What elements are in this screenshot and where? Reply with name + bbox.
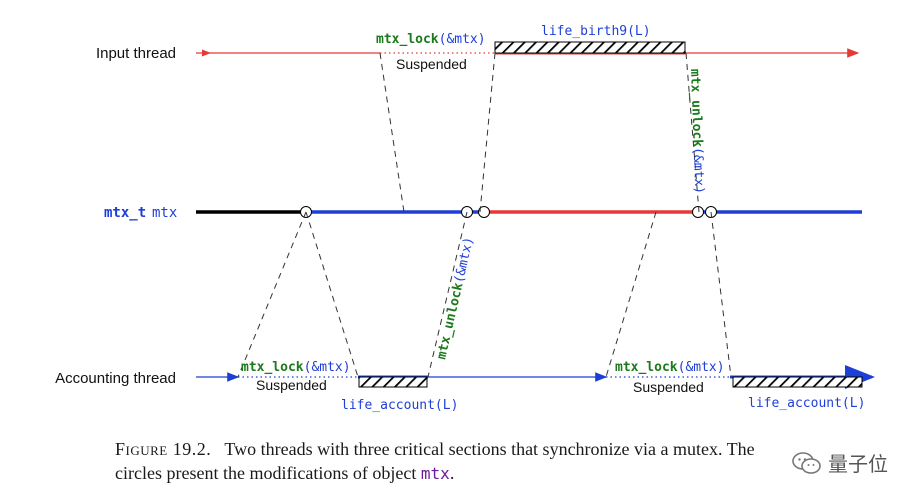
lock-function-name: mtx_lock — [241, 360, 304, 375]
accounting-critical-section-1 — [358, 376, 428, 388]
mutex-event-circle — [478, 206, 490, 218]
mutex-timeline — [196, 206, 862, 218]
watermark: 量子位 — [792, 448, 888, 477]
caption-text: Two threads with three critical sections… — [115, 439, 755, 483]
life-birth-call: life_birth9(L) — [541, 24, 651, 39]
figure-number: Figure 19.2. — [115, 439, 212, 459]
input-lock-call: mtx_lock(&mtx) — [376, 32, 486, 47]
unlock-function-name: mtx_unlock — [434, 281, 466, 361]
mutex-event-circle — [692, 206, 704, 218]
lock-function-name: mtx_lock — [376, 32, 439, 47]
accounting-thread-label: Accounting thread — [55, 370, 176, 387]
unlock-argument: (&mtx) — [690, 147, 707, 194]
input-critical-section — [494, 41, 686, 54]
figure-caption: Figure 19.2. Two threads with three crit… — [115, 437, 755, 486]
mutex-name-label: mtx — [152, 205, 177, 221]
accounting-lock-call-2: mtx_lock(&mtx) — [615, 360, 725, 375]
input-thread-label: Input thread — [96, 45, 176, 62]
input-unlock-call: mtx_unlock(&mtx) — [687, 69, 706, 195]
life-account-call-2: life_account(L) — [748, 396, 865, 411]
caption-period: . — [449, 463, 455, 483]
sync-dashed-lines — [237, 52, 732, 378]
mutex-type-label: mtx_t — [104, 205, 146, 221]
lock-argument: (&mtx) — [439, 32, 486, 47]
unlock-function-name: mtx_unlock — [687, 69, 705, 148]
input-suspended-label: Suspended — [396, 56, 467, 72]
accounting-thread-timeline — [196, 365, 875, 389]
accounting-critical-section-2 — [732, 376, 863, 388]
accounting-suspended-label-1: Suspended — [256, 377, 327, 393]
life-account-call-1: life_account(L) — [341, 398, 458, 413]
caption-code: mtx — [420, 464, 450, 483]
lock-argument: (&mtx) — [678, 360, 725, 375]
lock-argument: (&mtx) — [304, 360, 351, 375]
accounting-unlock-call: mtx_unlock(&mtx) — [434, 235, 477, 360]
accounting-lock-call-1: mtx_lock(&mtx) — [241, 360, 351, 375]
input-thread-timeline — [196, 41, 860, 58]
lock-function-name: mtx_lock — [615, 360, 678, 375]
accounting-suspended-label-2: Suspended — [633, 379, 704, 395]
wechat-icon — [792, 451, 821, 474]
watermark-text: 量子位 — [828, 452, 888, 476]
